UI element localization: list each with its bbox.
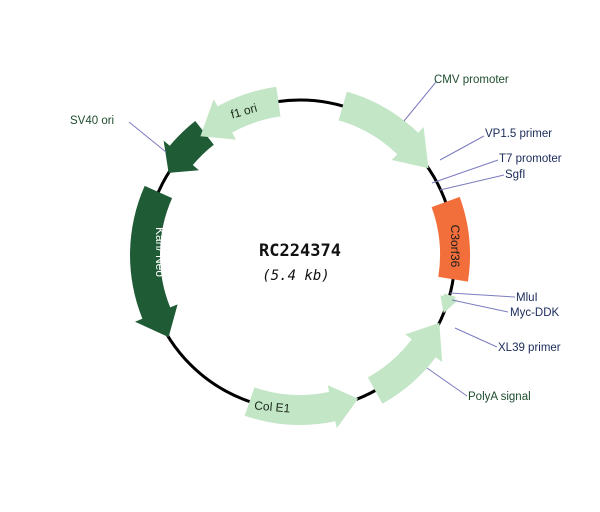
callout-lines [128,81,516,397]
col-e1-arrow [244,385,359,429]
leader-mlui [449,292,516,298]
plasmid-size: (5.4 kb) [262,268,329,284]
leader-sv40-ori [128,121,167,153]
sgfi-label: SgfI [505,169,525,181]
cmv-promoter-label: CMV promoter [434,74,509,86]
f1-ori-arrow [200,86,281,140]
myc-ddk-arrow [440,293,458,314]
polya-signal-arrow [367,322,443,404]
xl39-primer-label: XL39 primer [498,342,561,354]
cmv-promoter-arrow [338,91,429,169]
mlui-label: MluI [516,292,538,304]
leader-xl39-primer [454,327,498,348]
leader-myc-ddk [451,299,509,313]
kan-neo-label: Kan/ Neo [153,227,167,277]
plasmid-name: RC224374 [259,241,341,261]
polya-signal-label: PolyA signal [468,391,531,403]
myc-ddk-label: Myc-DDK [510,307,560,319]
insert-label: C3orf36 [448,225,462,268]
sv40-ori-label: SV40 ori [70,115,114,127]
leader-t7-promoter [431,159,499,184]
leader-cmv-promoter [403,81,437,122]
vp15-primer-label: VP1.5 primer [485,128,552,140]
leader-vp15-primer [439,135,485,161]
t7-promoter-label: T7 promoter [499,153,562,165]
kan-neo-arrow [130,185,178,338]
leader-sgfi [439,174,505,191]
leader-polya-signal [426,367,468,397]
insert-c3orf36-block [431,196,470,282]
col-e1-label: Col E1 [254,398,291,415]
